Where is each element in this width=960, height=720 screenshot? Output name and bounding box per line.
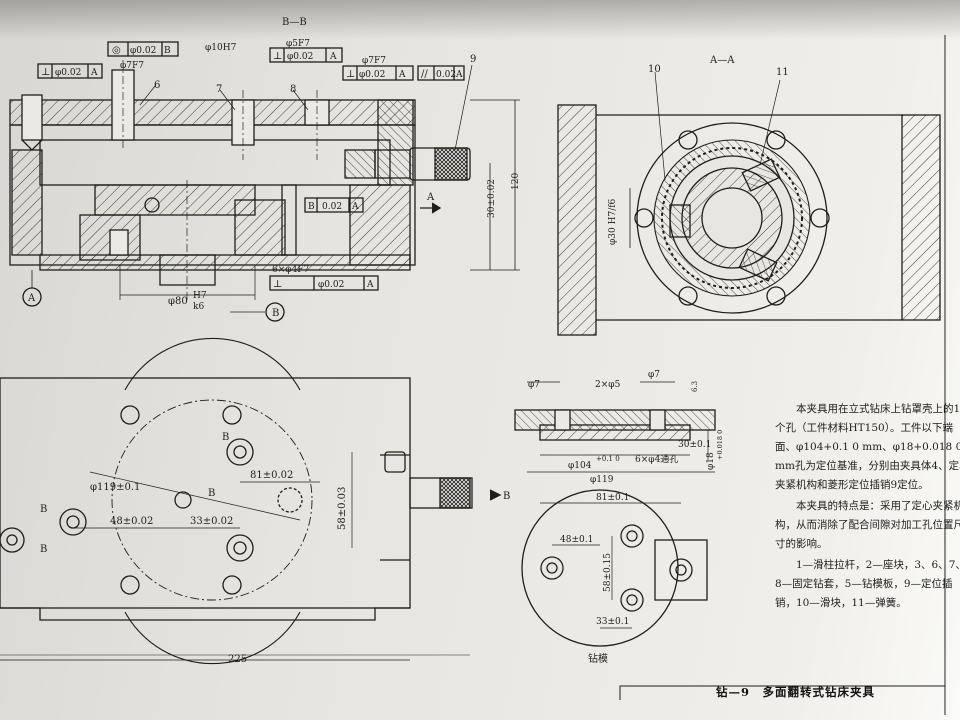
dim-d80: φ80 [168,296,188,307]
plan-view-annotations: φ119±0.1 81±0.02 58±0.03 48±0.02 33±0.02… [40,432,510,665]
gdt-concentricity-datum: B [164,46,171,56]
gdt-parallel-symbol: // [421,69,428,80]
dim-d7f7-left: φ7F7 [120,61,144,71]
note-paragraph-1: 本夹具用在立式钻床上钻罩壳上的10个孔（工件材料HT150）。工件以下端面、φ1… [775,403,960,491]
dim-six-holes: 6×φ4F7 [272,265,310,275]
callout-8: 8 [290,84,296,95]
section-aa-view: A—A [557,55,941,336]
gdt-perp-left-value: φ0.02 [55,68,81,78]
gdt-concentricity-symbol: ◎ [112,45,121,56]
note-paragraph-2: 本夹具的特点是：采用了定心夹紧机构，从而消除了配合间隙对加工孔位置尺寸的影响。 [775,500,960,550]
callout-11: 11 [776,67,789,78]
dim-dp-30: 30±0.1 [678,440,711,450]
section-bb-annotations: ◎ φ0.02 B ⊥ φ0.02 A φ7F7 φ10H7 φ5F7 ⊥ φ0… [27,39,521,319]
callout-10: 10 [648,64,661,75]
dim-dp-18: φ18 [706,452,716,470]
dim-dp-6-3: 6.3 [691,381,699,392]
plan-b-label-4: B [40,544,47,555]
plan-view [0,337,502,665]
gdt-perp-bottom-datum: A [366,280,374,290]
dim-c33: 33±0.02 [190,516,233,527]
gdt-perp-right-datum: A [398,70,406,80]
arrow-a-label: A [426,192,435,203]
plan-b-label-3: B [40,504,47,515]
dim-dp-48: 48±0.1 [560,535,593,545]
section-aa-annotations: 10 11 φ30 H7/f6 [608,64,789,245]
gdt-perp-bottom-value: φ0.02 [318,280,344,290]
plan-b-label-1: B [222,432,229,443]
datum-a-label: A [27,293,36,304]
dim-dp-18-tol: +0.018 0 [716,430,724,460]
dim-dp-104-tol: +0.1 0 [596,455,620,463]
gdt-perp-bottom-symbol: ⊥ [273,279,282,290]
dim-c81: 81±0.02 [250,470,293,481]
dim-dp-2x5: 2×φ5 [595,380,621,390]
dim-dp-6x4: 6×φ4通孔 [635,454,678,465]
gdt-perp-mid-datum: A [329,52,337,62]
dim-d5f7: φ5F7 [286,39,310,49]
section-aa-label: A—A [709,55,735,66]
drill-plate-annotations: φ7 2×φ5 φ7 30±0.1 φ104 +0.1 0 6×φ4通孔 φ11… [528,370,724,665]
dim-dp-phi7-b: φ7 [648,370,660,380]
dim-dp-58: 58±0.15 [603,553,613,592]
gdt-perp-left-symbol: ⊥ [41,67,50,78]
title-block-line [619,685,945,700]
dim-d7f7-right: φ7F7 [362,56,386,66]
callout-6: 6 [154,80,160,91]
dim-w225: 225 [228,654,247,665]
dim-d80-fit-bot: k6 [193,302,204,312]
dim-h120: 120 [511,173,521,190]
gdt-flatness-value: 0.02 [322,202,342,212]
dim-dp-81: 81±0.1 [596,493,629,503]
datum-b-label: B [272,308,279,319]
gdt-parallel-value: 0.02 [436,70,456,80]
dim-d119: φ119±0.1 [90,482,140,493]
plan-b-label-2: B [208,488,215,499]
gdt-flatness-datum-b: B [308,202,315,212]
drill-plate-label: 钻模 [588,652,608,665]
dim-d10h7: φ10H7 [205,43,237,53]
dim-d30h7: φ30 H7/f6 [608,198,618,245]
gdt-perp-right-value: φ0.02 [359,70,385,80]
dim-h30: 30±0.02 [487,179,497,218]
section-bb-view: B—B [9,17,520,322]
description-notes: 本夹具用在立式钻床上钻罩壳上的10个孔（工件材料HT150）。工件以下端面、φ1… [775,400,960,615]
gdt-perp-mid-value: φ0.02 [287,52,313,62]
drill-plate-view [514,381,716,647]
callout-9: 9 [470,54,476,65]
note-parts-list: 1—滑柱拉杆，2—座块，3、6、7、8—固定钻套，5—钻模板，9—定位插销，10… [775,559,960,609]
section-bb-label: B—B [282,17,307,28]
dim-dp-119: φ119 [590,475,614,485]
callout-7: 7 [216,84,222,95]
gdt-perp-right-symbol: ⊥ [346,69,355,80]
plan-b-label-5: B [503,491,510,502]
dim-d80-fit-top: H7 [193,291,207,301]
gdt-parallel-datum: A [455,70,463,80]
dim-c48: 48±0.02 [110,516,153,527]
gdt-perp-mid-symbol: ⊥ [273,51,282,62]
gdt-perp-left-datum: A [90,68,98,78]
gdt-concentricity-value: φ0.02 [130,46,156,56]
dim-c58: 58±0.03 [337,487,348,530]
gdt-flatness-datum: A [351,202,359,212]
figure-title: 钻—9 多面翻转式钻床夹具 [716,685,876,699]
dim-dp-33: 33±0.1 [596,617,629,627]
dim-dp-phi7-a: φ7 [528,380,540,390]
dim-dp-104: φ104 [568,461,592,471]
